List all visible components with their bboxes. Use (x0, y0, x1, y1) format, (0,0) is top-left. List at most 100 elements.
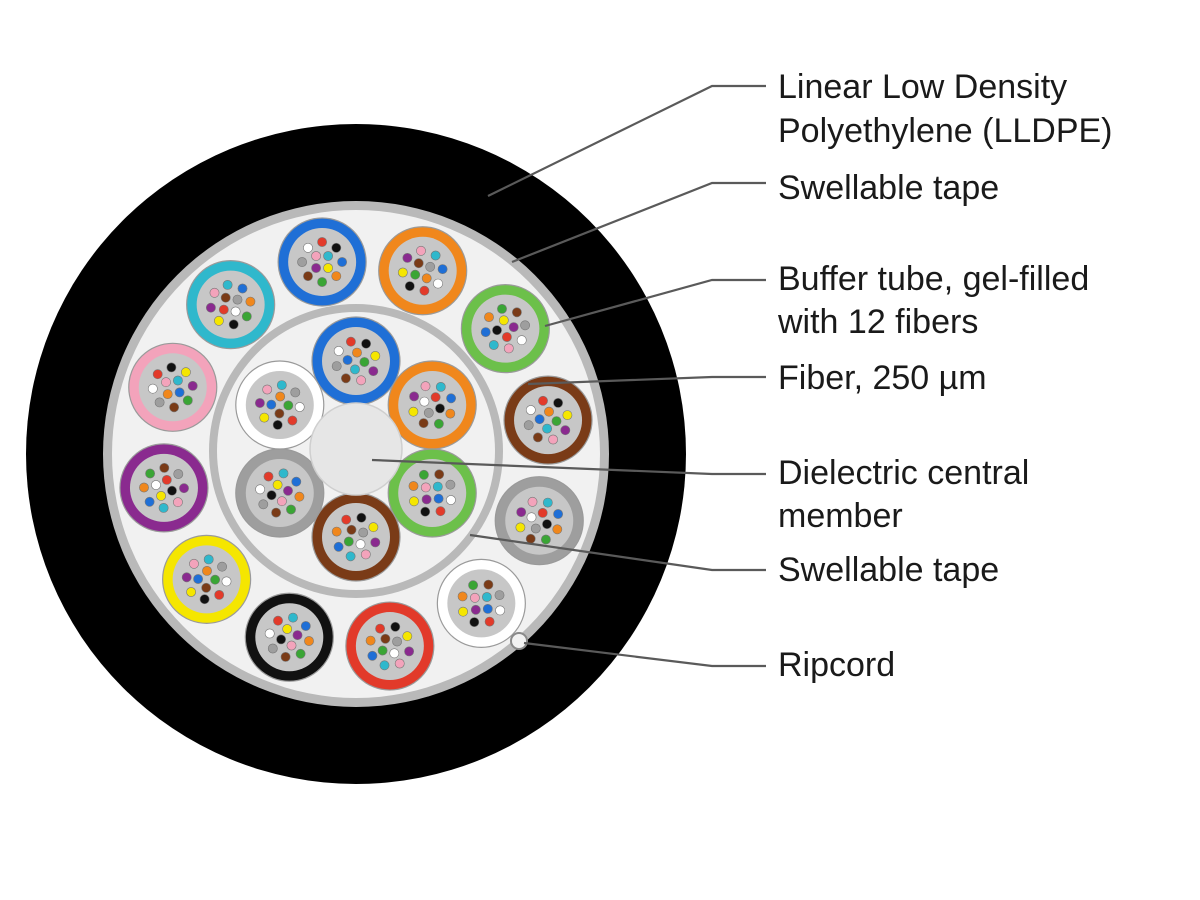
ripcord (510, 632, 528, 650)
fiber (274, 408, 285, 419)
fiber (286, 640, 297, 651)
fiber (218, 304, 229, 315)
fiber (445, 408, 456, 419)
leader-line-central-member (371, 458, 766, 476)
fiber (303, 271, 313, 281)
fiber (199, 594, 210, 605)
label-buffer-tube-line1: Buffer tube, gel-filled (778, 260, 1089, 298)
fiber (280, 652, 291, 662)
fiber (286, 504, 296, 515)
fiber (520, 320, 530, 331)
fiber (166, 362, 177, 373)
fiber (331, 361, 342, 371)
fiber (156, 490, 166, 501)
fiber (258, 499, 269, 510)
fiber (151, 480, 161, 490)
buffer-tube-blue (277, 217, 367, 307)
tube-gel (398, 371, 467, 439)
fiber (343, 536, 354, 547)
fiber (294, 402, 305, 412)
fiber (553, 397, 563, 408)
fiber (276, 634, 286, 645)
fiber (271, 507, 281, 518)
fiber (292, 630, 303, 640)
fiber (359, 357, 370, 367)
fiber (323, 263, 333, 273)
fiber (409, 496, 419, 507)
fiber (495, 605, 505, 616)
fiber (421, 494, 432, 505)
fiber (232, 294, 243, 305)
fiber (283, 400, 294, 411)
outer-buffer-tube-ring (119, 217, 593, 691)
fiber (276, 496, 287, 507)
fiber (317, 277, 327, 287)
buffer-tube-white (436, 558, 526, 648)
fiber (303, 242, 313, 253)
fiber (516, 507, 527, 517)
fiber (481, 592, 492, 602)
fiber (186, 587, 196, 597)
buffer-tube-aqua (186, 260, 276, 350)
fiber (161, 474, 172, 485)
fiber (158, 502, 169, 513)
tube-gel (355, 612, 424, 681)
fiber (402, 252, 413, 263)
buffer-tube-slate (235, 448, 325, 538)
fiber (457, 591, 468, 602)
fiber (228, 319, 239, 330)
fiber (180, 367, 191, 378)
leader-line-lldpe (487, 84, 766, 197)
fiber (434, 469, 445, 480)
fiber (380, 633, 391, 644)
fiber (304, 636, 314, 646)
fiber (222, 279, 233, 290)
label-lldpe-line2: Polyethylene (LLDPE) (778, 112, 1113, 150)
fiber (360, 549, 371, 560)
fiber (470, 604, 481, 615)
fiber (209, 287, 220, 298)
fiber (420, 482, 431, 493)
fiber (488, 340, 499, 350)
fiber (311, 251, 321, 261)
fiber (402, 631, 413, 642)
fiber (377, 645, 388, 656)
fiber (526, 512, 537, 523)
fiber (278, 468, 289, 479)
fiber (237, 283, 248, 294)
buffer-tube-blue (311, 316, 401, 406)
fiber (480, 327, 491, 337)
leader-lines (371, 84, 766, 668)
fiber (437, 264, 448, 274)
fiber (291, 476, 302, 487)
fiber (331, 271, 342, 281)
fiber (346, 524, 357, 535)
fiber (430, 392, 441, 403)
fiber (221, 576, 232, 587)
fiber (272, 419, 283, 430)
fiber (418, 418, 429, 428)
leader-line-buffer-tube (544, 278, 766, 328)
fiber (410, 269, 421, 280)
fiber (492, 325, 502, 336)
fiber (187, 380, 198, 391)
label-fiber: Fiber, 250 µm (778, 359, 987, 397)
fiber (173, 469, 184, 479)
cable-cross-section (26, 124, 686, 784)
label-lldpe-line1: Linear Low Density (778, 68, 1067, 106)
fiber (179, 483, 189, 494)
leader-line-ripcord (523, 641, 766, 668)
fiber (266, 399, 277, 410)
fiber (525, 405, 536, 415)
fiber (370, 537, 381, 548)
buffer-tube-slate (494, 476, 584, 566)
fiber (331, 242, 342, 253)
fiber (275, 391, 286, 402)
fiber (345, 336, 356, 347)
fiber (295, 648, 306, 659)
leader-line-inner-tape (469, 533, 766, 572)
fiber (356, 375, 366, 386)
tube-gel (245, 459, 314, 527)
fiber (538, 395, 548, 406)
fiber (356, 512, 367, 523)
